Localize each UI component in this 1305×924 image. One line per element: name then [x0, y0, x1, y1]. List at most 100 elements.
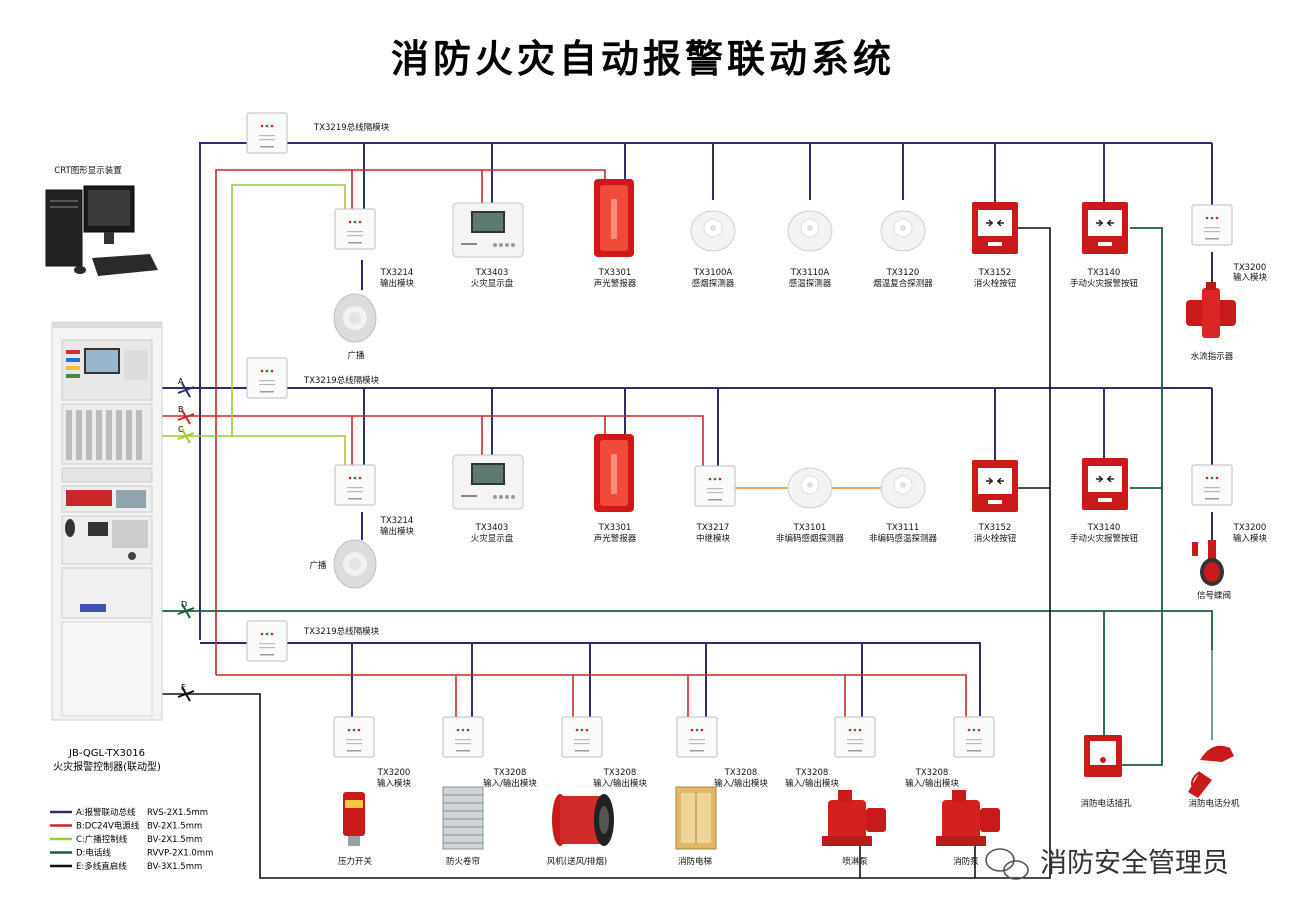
row3-code: TX3208	[603, 768, 637, 778]
row1-siren-icon	[594, 179, 634, 257]
row2-name: 火灾显示盘	[471, 533, 514, 544]
row3-code: TX3208	[915, 768, 949, 778]
row2-name: 输入模块	[1233, 533, 1268, 544]
row3-module-4	[676, 716, 718, 758]
bus-a-lines	[160, 142, 1213, 718]
legend-cable: BV-2X1.5mm	[147, 822, 202, 832]
row3-module-5	[834, 716, 876, 758]
row2-speaker-label: 广播	[309, 560, 327, 571]
row1-heat-detector-icon	[787, 210, 833, 252]
row3-module-1	[333, 716, 375, 758]
row2-fire-display	[452, 454, 524, 510]
row3-name: 输入模块	[377, 778, 412, 789]
row3-name: 输入/输出模块	[905, 778, 959, 789]
row3-device: 防火卷帘	[446, 856, 480, 867]
bus-d-lines	[160, 227, 1213, 766]
row1-fire-display	[452, 202, 524, 258]
legend-key: A:报警联动总线	[76, 807, 136, 818]
phone-extension-icon	[1188, 745, 1234, 798]
row2-code: TX3152	[978, 523, 1012, 533]
bus-labels: A B C D E	[178, 377, 187, 692]
row1-speaker-icon	[333, 293, 377, 343]
phone-jack-label: 消防电话插孔	[1080, 798, 1132, 809]
row3-device: 压力开关	[338, 856, 373, 867]
row2-speaker-icon	[333, 539, 377, 589]
isolator-bot	[246, 620, 288, 662]
row3-code: TX3208	[493, 768, 527, 778]
isolator-mid-label: TX3219总线隔模块	[303, 375, 380, 386]
legend-key: B:DC24V电源线	[76, 821, 140, 832]
row2-code: TX3403	[475, 523, 509, 533]
row1-code: TX3301	[598, 268, 632, 278]
row2-code: TX3200	[1233, 523, 1267, 533]
watermark-text: 消防安全管理员	[1040, 848, 1229, 879]
row3-device: 消防电梯	[678, 856, 713, 867]
row1-code: TX3214	[380, 268, 414, 278]
legend-key: C:广播控制线	[76, 834, 128, 845]
row2-code: TX3140	[1087, 523, 1121, 533]
signal-valve-icon	[1192, 540, 1224, 586]
row1-manual-alarm-icon	[1081, 201, 1129, 255]
bus-b-label: B	[178, 405, 184, 414]
phone-extension-label: 消防电话分机	[1188, 798, 1240, 809]
row3-device: 消防泵	[953, 856, 979, 867]
row2-name: 非编码感烟探测器	[776, 533, 845, 544]
row1-name: 输出模块	[380, 278, 415, 289]
row3-labels: TX3200 输入模块 压力开关 TX3208 输入/输出模块 防火卷帘 TX3…	[338, 768, 979, 867]
row2-code: TX3217	[696, 523, 730, 533]
row1-code: TX3110A	[790, 268, 830, 278]
legend-cable: RVVP-2X1.0mm	[147, 849, 213, 859]
phone-jack-icon	[1084, 735, 1122, 777]
signal-valve-label: 信号蝶阀	[1197, 590, 1231, 601]
crt-computer	[45, 185, 158, 276]
row3-code: TX3200	[377, 768, 411, 778]
controller-model: JB-QGL-TX3016	[68, 748, 145, 759]
row2-hydrant-button-icon	[971, 459, 1019, 513]
row1-name: 输入模块	[1233, 272, 1268, 283]
row1-name: 感温探测器	[789, 278, 832, 289]
wechat-icon	[985, 848, 1029, 880]
flow-indicator-icon	[1186, 282, 1236, 338]
sprinkler-pump-icon	[822, 790, 886, 846]
bus-c-label: C	[178, 425, 184, 434]
row2-name: 中继模块	[696, 533, 731, 544]
row2-code: TX3101	[793, 523, 827, 533]
row3-name: 输入/输出模块	[483, 778, 537, 789]
row2-heat-detector-icon	[880, 467, 926, 509]
row1-input-module	[1191, 204, 1233, 246]
row1-labels: TX3214 输出模块 TX3403 火灾显示盘 TX3301 声光警报器 TX…	[380, 263, 1268, 289]
row3-module-6	[953, 716, 995, 758]
legend-cable: BV-2X1.5mm	[147, 835, 202, 845]
row3-name: 输入/输出模块	[714, 778, 768, 789]
legend-cable: BV-3X1.5mm	[147, 862, 202, 872]
isolator-top	[246, 112, 288, 154]
row2-manual-alarm-icon	[1081, 457, 1129, 511]
pressure-switch-icon	[343, 792, 365, 846]
watermark: 消防安全管理员	[985, 848, 1229, 880]
row1-code: TX3140	[1087, 268, 1121, 278]
row2-name: 声光警报器	[594, 533, 637, 544]
row1-name: 烟温复合探测器	[873, 278, 933, 289]
row2-name: 消火栓按钮	[974, 533, 1017, 544]
row2-code: TX3301	[598, 523, 632, 533]
row1-code: TX3152	[978, 268, 1012, 278]
row1-speaker-label: 广播	[347, 350, 365, 361]
row1-name: 火灾显示盘	[471, 278, 514, 289]
fan-icon	[552, 794, 614, 846]
bus-e-label: E	[181, 683, 186, 692]
row1-output-module	[334, 208, 376, 250]
row1-code: TX3403	[475, 268, 509, 278]
isolator-top-label: TX3219总线隔模块	[313, 122, 390, 133]
bus-c-lines	[160, 184, 346, 466]
row2-name: 非编码感温探测器	[869, 533, 938, 544]
isolator-bot-label: TX3219总线隔模块	[303, 626, 380, 637]
fire-pump-icon	[936, 790, 1000, 846]
row3-module-3	[561, 716, 603, 758]
row2-name: 手动火灾报警按钮	[1070, 533, 1139, 544]
row2-relay-module	[694, 465, 736, 507]
row1-name: 声光警报器	[594, 278, 637, 289]
row1-name: 手动火灾报警按钮	[1070, 278, 1139, 289]
row3-name: 输入/输出模块	[785, 778, 839, 789]
row1-hydrant-button-icon	[971, 201, 1019, 255]
